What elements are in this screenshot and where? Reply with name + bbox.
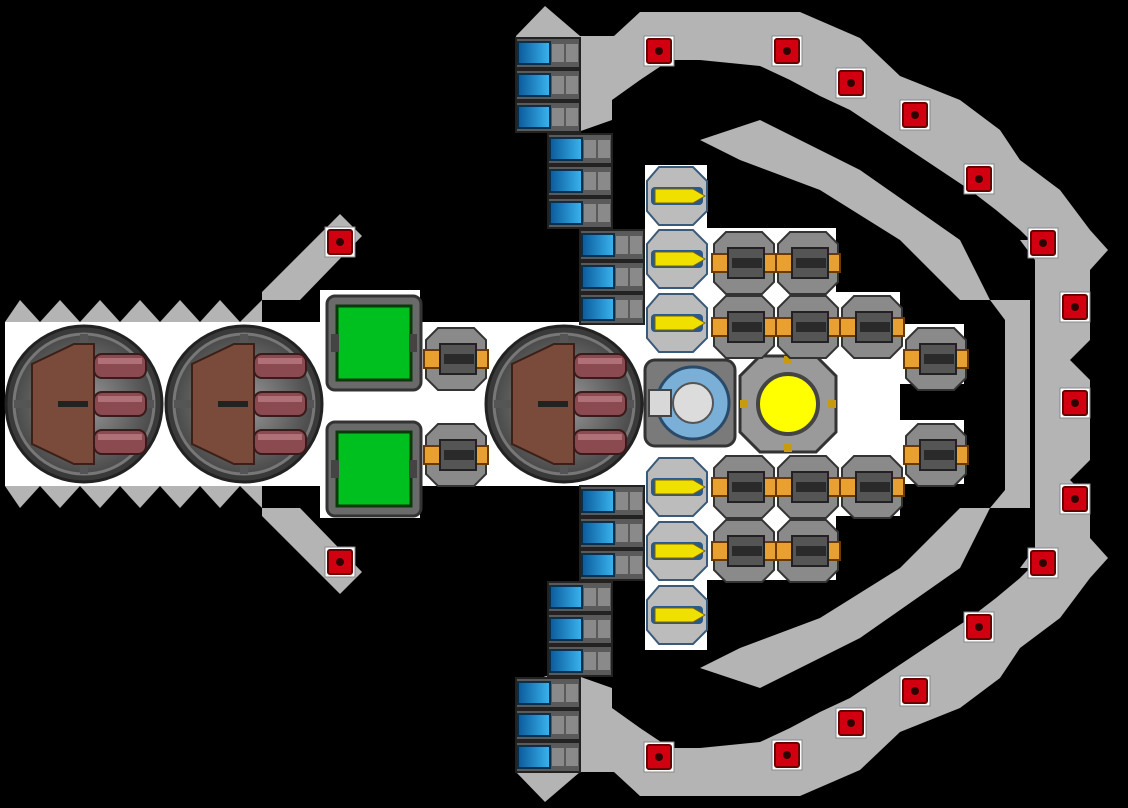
orange-cannon-icon <box>903 423 969 487</box>
blue-battery-icon <box>579 485 645 517</box>
blue-battery-icon <box>547 197 613 229</box>
red-point-defense-icon <box>771 739 803 771</box>
red-point-defense-icon <box>324 226 356 258</box>
red-point-defense-icon <box>771 35 803 67</box>
command-cockpit-icon <box>643 358 737 448</box>
cargo-container-icon <box>325 294 423 392</box>
red-point-defense-icon <box>963 611 995 643</box>
red-point-defense-icon <box>899 675 931 707</box>
blue-battery-icon <box>579 293 645 325</box>
engine-thruster-icon <box>4 324 164 484</box>
blue-battery-icon <box>579 549 645 581</box>
orange-cannon-icon <box>711 231 777 295</box>
blue-battery-icon <box>579 229 645 261</box>
blue-battery-icon <box>547 165 613 197</box>
blue-battery-icon <box>515 741 581 773</box>
red-point-defense-icon <box>835 67 867 99</box>
blue-battery-icon <box>515 37 581 69</box>
orange-cannon-icon <box>775 519 841 583</box>
blue-battery-icon <box>515 677 581 709</box>
yellow-laser-icon <box>646 585 708 645</box>
cargo-container-icon <box>325 420 423 518</box>
orange-cannon-icon <box>775 455 841 519</box>
orange-cannon-icon <box>711 295 777 359</box>
red-point-defense-icon <box>1027 547 1059 579</box>
reactor-core-icon <box>738 354 838 454</box>
red-point-defense-icon <box>963 163 995 195</box>
orange-cannon-icon <box>775 231 841 295</box>
red-point-defense-icon <box>1059 483 1091 515</box>
blue-battery-icon <box>515 709 581 741</box>
red-point-defense-icon <box>835 707 867 739</box>
blue-battery-icon <box>579 261 645 293</box>
yellow-laser-icon <box>646 166 708 226</box>
red-point-defense-icon <box>1059 291 1091 323</box>
red-point-defense-icon <box>899 99 931 131</box>
yellow-laser-icon <box>646 293 708 353</box>
red-point-defense-icon <box>643 35 675 67</box>
orange-cannon-icon <box>839 455 905 519</box>
orange-cannon-icon <box>775 295 841 359</box>
engine-thruster-icon <box>164 324 324 484</box>
yellow-laser-icon <box>646 457 708 517</box>
yellow-laser-icon <box>646 521 708 581</box>
red-point-defense-icon <box>1027 227 1059 259</box>
orange-cannon-icon <box>423 423 489 487</box>
orange-cannon-icon <box>903 327 969 391</box>
orange-cannon-icon <box>423 327 489 391</box>
yellow-laser-icon <box>646 229 708 289</box>
orange-cannon-icon <box>839 295 905 359</box>
engine-thruster-icon <box>484 324 644 484</box>
red-point-defense-icon <box>1059 387 1091 419</box>
blue-battery-icon <box>547 645 613 677</box>
blue-battery-icon <box>515 69 581 101</box>
red-point-defense-icon <box>324 546 356 578</box>
blue-battery-icon <box>579 517 645 549</box>
blue-battery-icon <box>547 581 613 613</box>
blue-battery-icon <box>515 101 581 133</box>
orange-cannon-icon <box>711 455 777 519</box>
orange-cannon-icon <box>711 519 777 583</box>
blue-battery-icon <box>547 613 613 645</box>
blue-battery-icon <box>547 133 613 165</box>
red-point-defense-icon <box>643 741 675 773</box>
